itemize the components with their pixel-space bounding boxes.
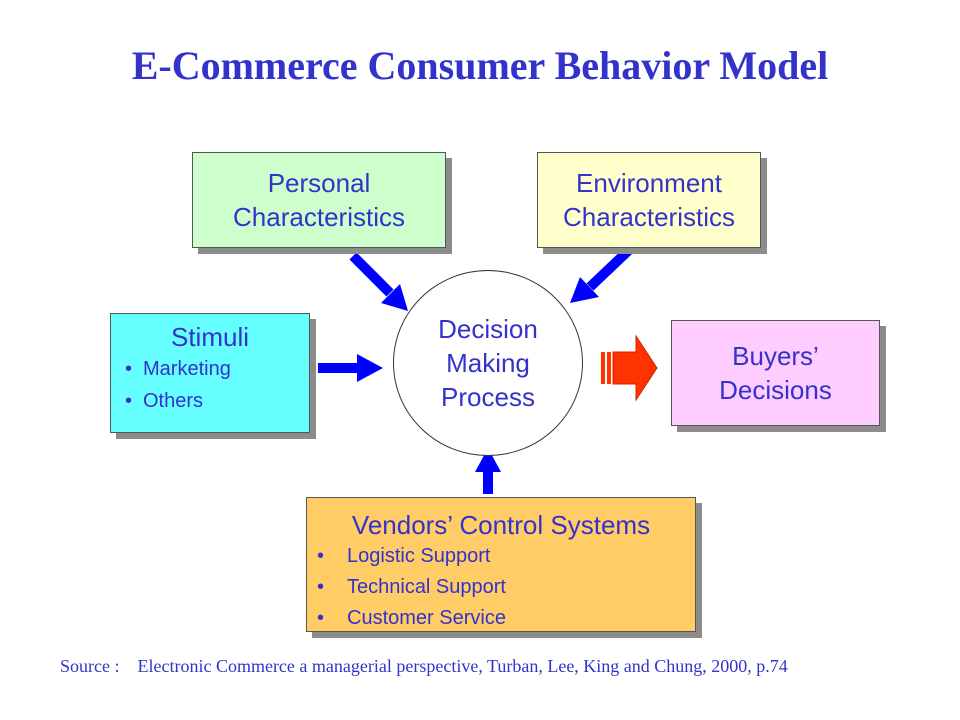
arrow-vendors-to-decision <box>475 448 501 494</box>
list-item: •Marketing <box>125 358 231 380</box>
personal-line2: Characteristics <box>233 202 405 232</box>
source-citation: Source : Electronic Commerce a managerial… <box>60 656 788 677</box>
decision-line1: Decision <box>438 314 538 344</box>
source-text: Electronic Commerce a managerial perspec… <box>137 656 788 676</box>
list-item: •Logistic Support <box>317 545 491 567</box>
list-item: •Customer Service <box>317 607 506 629</box>
page-title: E-Commerce Consumer Behavior Model <box>131 43 829 88</box>
decision-line2: Making <box>446 348 530 378</box>
buyers-decisions-box: Buyers’ Decisions <box>671 320 880 426</box>
arrow-environment-to-decision <box>570 246 633 303</box>
buyers-line2: Decisions <box>719 375 832 405</box>
stimuli-box: Stimuli •Marketing •Others <box>110 313 310 433</box>
source-label: Source : <box>60 656 120 676</box>
environment-characteristics-box: Environment Characteristics <box>537 152 761 248</box>
list-item: •Others <box>125 390 204 412</box>
buyers-line1: Buyers’ <box>732 341 819 371</box>
decision-making-process-circle: Decision Making Process <box>393 270 583 456</box>
list-item: •Technical Support <box>317 576 506 598</box>
arrow-personal-to-decision <box>349 252 408 311</box>
arrow-decision-to-buyers <box>601 334 658 402</box>
vendors-heading: Vendors’ Control Systems <box>351 510 651 540</box>
vendors-list: •Logistic Support •Technical Support •Cu… <box>307 541 695 634</box>
decision-line3: Process <box>441 382 535 412</box>
stimuli-heading: Stimuli <box>170 322 249 352</box>
stimuli-list: •Marketing •Others <box>111 353 309 417</box>
vendors-control-systems-box: Vendors’ Control Systems •Logistic Suppo… <box>306 497 696 632</box>
personal-characteristics-box: Personal Characteristics <box>192 152 446 248</box>
arrow-stimuli-to-decision <box>318 354 383 382</box>
environment-line1: Environment <box>576 168 722 198</box>
personal-line1: Personal <box>267 168 371 198</box>
environment-line2: Characteristics <box>563 202 735 232</box>
